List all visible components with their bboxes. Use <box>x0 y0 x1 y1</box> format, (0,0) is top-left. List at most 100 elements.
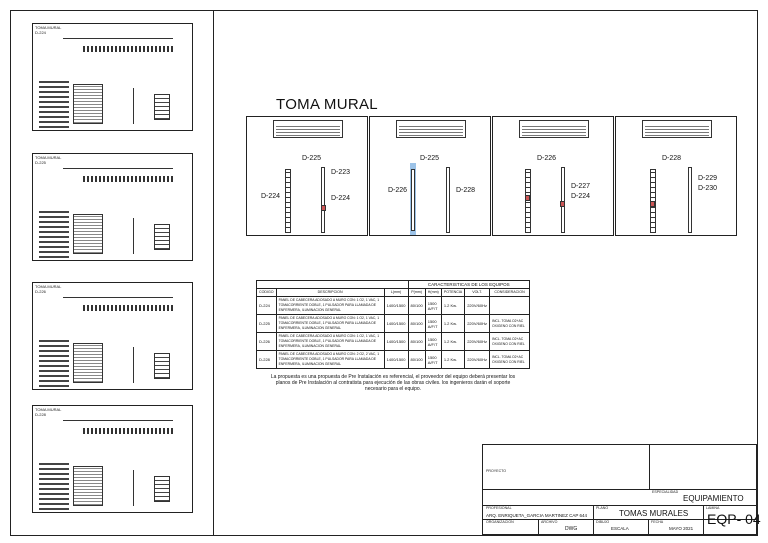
plan-view <box>63 297 173 315</box>
elevation-detail <box>133 218 188 254</box>
plano-value: TOMAS MURALES <box>619 509 689 518</box>
legend-block <box>39 339 69 387</box>
panel-mark: D-223 <box>331 169 351 176</box>
title-block: PROYECTO ESPECIALIDAD EQUIPAMIENTO PROFE… <box>482 444 761 535</box>
elevation-panel-d228: D-228 D-229 D-230 <box>615 116 737 236</box>
cell-descripcion: PANEL DE CABECERA ADOSADO A MURO CON: 1 … <box>275 332 385 351</box>
cell-descripcion: PANEL DE CABECERA ADOSADO A MURO CON: 1 … <box>275 314 385 333</box>
notes-block <box>73 466 103 506</box>
table-title: CARACTERISTICAS DE LOS EQUIPOS <box>407 280 530 289</box>
fecha-label: FECHA <box>651 520 664 524</box>
table-row: D-228 PANEL DE CABECERA ADOSADO A MURO C… <box>256 350 530 369</box>
plan-view <box>63 420 173 438</box>
panel-mark: D-226 <box>388 187 408 194</box>
cell-l: 1400/1500 <box>383 332 409 351</box>
notes-block <box>73 84 103 124</box>
outlet-mark <box>650 201 655 207</box>
legend-block <box>39 80 69 128</box>
panel-code: D-226 <box>537 155 557 162</box>
organizacion-label: ORGANIZACION <box>486 520 514 524</box>
panel-column <box>285 169 291 233</box>
cell-consideracion: INCL. TOMA O2+AC OXIGENO CON RIEL <box>489 350 530 369</box>
fecha-value: MAYO 2021 <box>669 526 694 531</box>
cell-h: 1500 A/F/T <box>424 350 442 369</box>
sheet-divider <box>213 10 214 536</box>
archivo-value: DWG <box>565 526 578 532</box>
cell-consideracion <box>489 296 530 315</box>
cell-codigo: D-226 <box>256 332 277 351</box>
panel-column-side <box>688 167 692 233</box>
panel-code: D-225 <box>302 155 322 162</box>
plan-detail <box>83 305 173 311</box>
cell-codigo: D-228 <box>256 350 277 369</box>
lamina-label: LAMINA <box>706 506 720 510</box>
panel-mark: D-224 <box>331 195 351 202</box>
panel-code: D-225 <box>420 155 440 162</box>
legend-block <box>39 210 69 258</box>
col-header: VOLT. <box>464 288 490 297</box>
col-header: L(mm) <box>383 288 409 297</box>
lamina-value: EQP- 04 <box>707 511 761 527</box>
cell-l: 1400/1500 <box>383 350 409 369</box>
panel-code: D-228 <box>662 155 682 162</box>
proyecto-label: PROYECTO <box>486 469 507 473</box>
col-header: CONSIDERACION <box>489 288 530 297</box>
panel-note-box <box>642 120 712 138</box>
cell-l: 1400/1500 <box>383 296 409 315</box>
thumbnail-label: TOMA MURAL D-226 <box>35 284 62 294</box>
notes-block <box>73 214 103 254</box>
cell-volt: 220V/60Hz <box>464 314 490 333</box>
thumbnail-sheet-3: TOMA MURAL D-226 <box>32 282 193 390</box>
panel-side-label: D-224 <box>261 193 281 200</box>
panel-mark: D-229 <box>698 175 718 182</box>
col-header: H(mm) <box>424 288 442 297</box>
cell-potencia: 1.2 Kw. <box>440 314 466 333</box>
plan-detail <box>83 428 173 434</box>
plan-view <box>63 168 173 186</box>
cell-codigo: D-224 <box>256 296 277 315</box>
plan-view <box>63 38 173 56</box>
panel-column-side <box>561 167 565 233</box>
outlet-mark <box>321 205 326 211</box>
col-header: POTENCIA <box>440 288 466 297</box>
panel-note-box <box>519 120 589 138</box>
thumbnail-label: TOMA MURAL D-224 <box>35 25 62 35</box>
notes-block <box>73 343 103 383</box>
col-header: P(mm) <box>407 288 426 297</box>
panel-mark: D-227 <box>571 183 591 190</box>
elevation-detail <box>133 88 188 124</box>
panel-column-side <box>446 167 450 233</box>
thumbnail-label: TOMA MURAL D-225 <box>35 155 62 165</box>
outlet-mark <box>560 201 565 207</box>
cell-h: 1500 A/F/T <box>424 296 442 315</box>
sheet-border <box>10 10 758 536</box>
cell-h: 1500 A/F/T <box>424 314 442 333</box>
panel-note-box <box>273 120 343 138</box>
panel-column-side <box>321 167 325 233</box>
cell-potencia: 1.2 Kw. <box>440 350 466 369</box>
profesional-value: ARQ. ENRIQUETA_GARCIA MARTINEZ CAP 644 <box>486 513 588 518</box>
panel-note-box <box>396 120 466 138</box>
cell-volt: 220V/60Hz <box>464 332 490 351</box>
plan-detail <box>83 176 173 182</box>
cell-h: 1500 A/F/T <box>424 332 442 351</box>
thumbnail-label: TOMA MURAL D-228 <box>35 407 62 417</box>
elevation-panel-d226: D-226 D-227 D-224 <box>492 116 614 236</box>
table-row: D-224 PANEL DE CABECERA ADOSADO A MURO C… <box>256 296 530 315</box>
cell-consideracion: INCL. TOMA O2+AC OXIGENO CON RIEL <box>489 332 530 351</box>
table-row: D-225 PANEL DE CABECERA ADOSADO A MURO C… <box>256 314 530 333</box>
table-row: D-226 PANEL DE CABECERA ADOSADO A MURO C… <box>256 332 530 351</box>
outlet-mark <box>525 195 530 201</box>
especialidad-label: ESPECIALIDAD <box>652 490 679 494</box>
cell-volt: 220V/60Hz <box>464 296 490 315</box>
panel-mark: D-228 <box>456 187 476 194</box>
panel-column <box>525 169 531 233</box>
panel-mark: D-224 <box>571 193 591 200</box>
cell-potencia: 1.2 Kw. <box>440 332 466 351</box>
cell-consideracion: INCL. TOMA O2+AC OXIGENO CON RIEL <box>489 314 530 333</box>
cell-descripcion: PANEL DE CABECERA ADOSADO A MURO CON: 2 … <box>275 350 385 369</box>
especialidad-value: EQUIPAMIENTO <box>683 494 744 503</box>
table-footnote: La propuesta es una propuesta de Pre Ins… <box>270 374 516 392</box>
cell-volt: 220V/60Hz <box>464 350 490 369</box>
thumbnail-sheet-4: TOMA MURAL D-228 <box>32 405 193 513</box>
